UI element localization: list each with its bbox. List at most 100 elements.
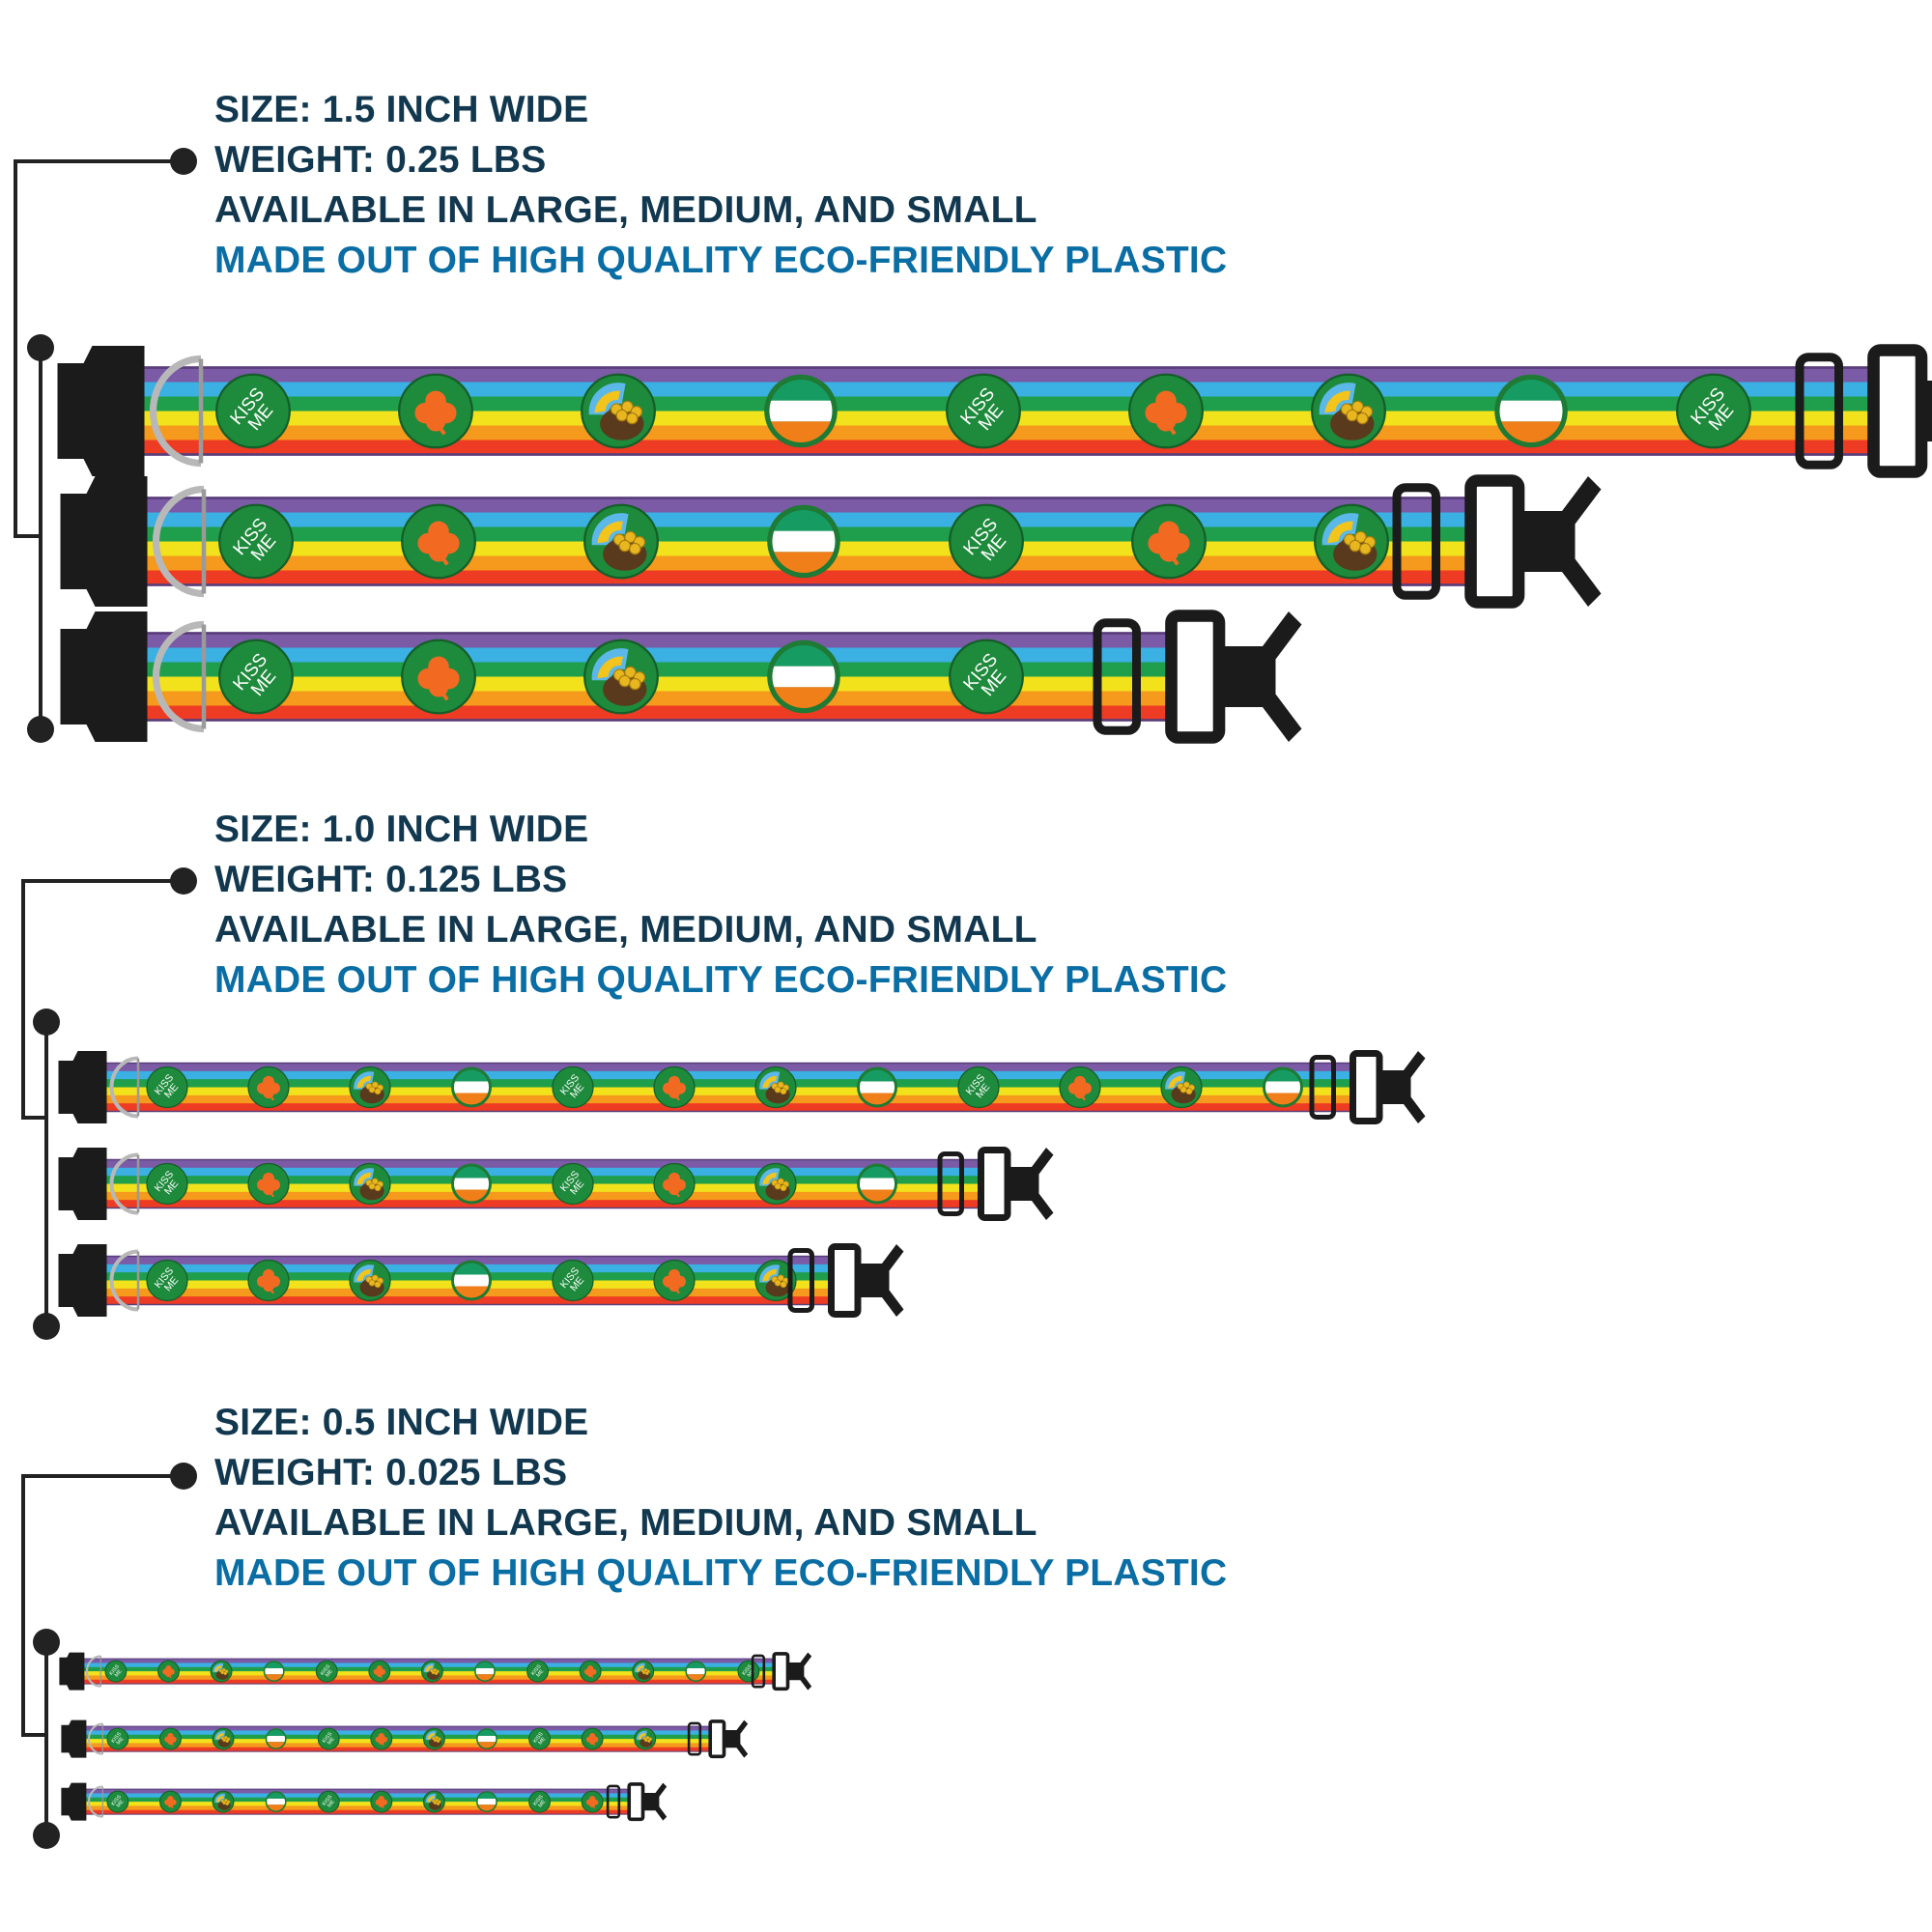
slider-icon bbox=[606, 1784, 621, 1819]
buckle-icon bbox=[60, 611, 148, 742]
slider-icon bbox=[687, 1721, 702, 1756]
pot-of-gold-icon bbox=[581, 373, 656, 448]
weight-label: WEIGHT: 0.125 LBS bbox=[214, 859, 568, 900]
pot-of-gold-icon bbox=[754, 1065, 797, 1108]
pot-of-gold-icon bbox=[349, 1162, 391, 1205]
buckle-icon bbox=[772, 1651, 812, 1690]
pot-of-gold-icon bbox=[1311, 373, 1386, 448]
pot-of-gold-icon bbox=[1314, 503, 1389, 579]
bracket-dot bbox=[33, 1822, 60, 1849]
shamrock-icon bbox=[1131, 503, 1207, 579]
buckle-icon bbox=[58, 1243, 107, 1317]
shamrock-icon bbox=[247, 1162, 290, 1205]
bracket-dot bbox=[33, 1629, 60, 1656]
availability-label: AVAILABLE IN LARGE, MEDIUM, AND SMALL bbox=[214, 189, 1037, 231]
svg-text:ME: ME bbox=[325, 1668, 334, 1678]
bracket-section-2 bbox=[21, 879, 184, 1326]
svg-text:ME: ME bbox=[537, 1799, 547, 1808]
shamrock-icon bbox=[579, 1660, 602, 1683]
material-label: MADE OUT OF HIGH QUALITY ECO-FRIENDLY PL… bbox=[214, 959, 1228, 1001]
d-ring-icon bbox=[109, 1056, 140, 1118]
d-ring-icon bbox=[152, 485, 207, 597]
pot-of-gold-icon bbox=[634, 1727, 657, 1750]
shamrock-icon bbox=[157, 1660, 180, 1683]
slider-icon bbox=[937, 1151, 964, 1216]
irish-flag-icon bbox=[476, 1728, 497, 1749]
shamrock-icon bbox=[653, 1162, 696, 1205]
irish-flag-icon bbox=[474, 1661, 496, 1682]
irish-flag-icon bbox=[685, 1661, 707, 1682]
irish-flag-icon bbox=[265, 1728, 287, 1749]
d-ring-icon bbox=[109, 1152, 140, 1214]
weight-label: WEIGHT: 0.025 LBS bbox=[214, 1452, 568, 1493]
slider-icon bbox=[1093, 617, 1141, 735]
irish-flag-icon bbox=[857, 1066, 897, 1107]
shamrock-icon bbox=[159, 1790, 182, 1813]
buckle-icon bbox=[61, 1782, 87, 1821]
pot-of-gold-icon bbox=[420, 1660, 443, 1683]
slider-icon bbox=[751, 1654, 766, 1689]
shamrock-icon bbox=[247, 1065, 290, 1108]
pot-of-gold-icon bbox=[349, 1065, 391, 1108]
bracket-dot bbox=[33, 1313, 60, 1340]
size-label: SIZE: 1.5 INCH WIDE bbox=[214, 89, 589, 130]
weight-label: WEIGHT: 0.25 LBS bbox=[214, 139, 547, 181]
shamrock-icon bbox=[401, 639, 476, 714]
svg-text:ME: ME bbox=[116, 1799, 126, 1808]
irish-flag-icon bbox=[764, 374, 838, 447]
spec-text-block: SIZE: 1.5 INCH WIDE WEIGHT: 0.25 LBS AVA… bbox=[214, 85, 1227, 286]
bracket-dot bbox=[170, 148, 197, 175]
bracket-dot bbox=[170, 1463, 197, 1490]
irish-flag-icon bbox=[476, 1791, 497, 1812]
bracket-section-3 bbox=[21, 1474, 184, 1835]
shamrock-icon bbox=[401, 503, 476, 579]
material-label: MADE OUT OF HIGH QUALITY ECO-FRIENDLY PL… bbox=[214, 1552, 1228, 1594]
pot-of-gold-icon bbox=[583, 639, 659, 714]
buckle-icon bbox=[58, 1050, 107, 1123]
slider-icon bbox=[1309, 1054, 1336, 1120]
bracket-dot bbox=[33, 1009, 60, 1036]
pot-of-gold-icon bbox=[632, 1660, 655, 1683]
buckle-icon bbox=[1464, 473, 1602, 609]
pot-of-gold-icon bbox=[583, 503, 659, 579]
pot-of-gold-icon bbox=[210, 1660, 233, 1683]
svg-text:ME: ME bbox=[114, 1668, 124, 1678]
pot-of-gold-icon bbox=[754, 1259, 797, 1301]
svg-text:ME: ME bbox=[327, 1799, 336, 1808]
shamrock-icon bbox=[581, 1790, 604, 1813]
buckle-icon bbox=[1867, 343, 1932, 478]
d-ring-icon bbox=[149, 355, 204, 467]
svg-text:ME: ME bbox=[327, 1736, 336, 1746]
material-label: MADE OUT OF HIGH QUALITY ECO-FRIENDLY PL… bbox=[214, 240, 1228, 281]
bracket-dot bbox=[170, 867, 197, 895]
shamrock-icon bbox=[653, 1065, 696, 1108]
svg-text:ME: ME bbox=[535, 1668, 545, 1678]
buckle-icon bbox=[1350, 1049, 1426, 1124]
